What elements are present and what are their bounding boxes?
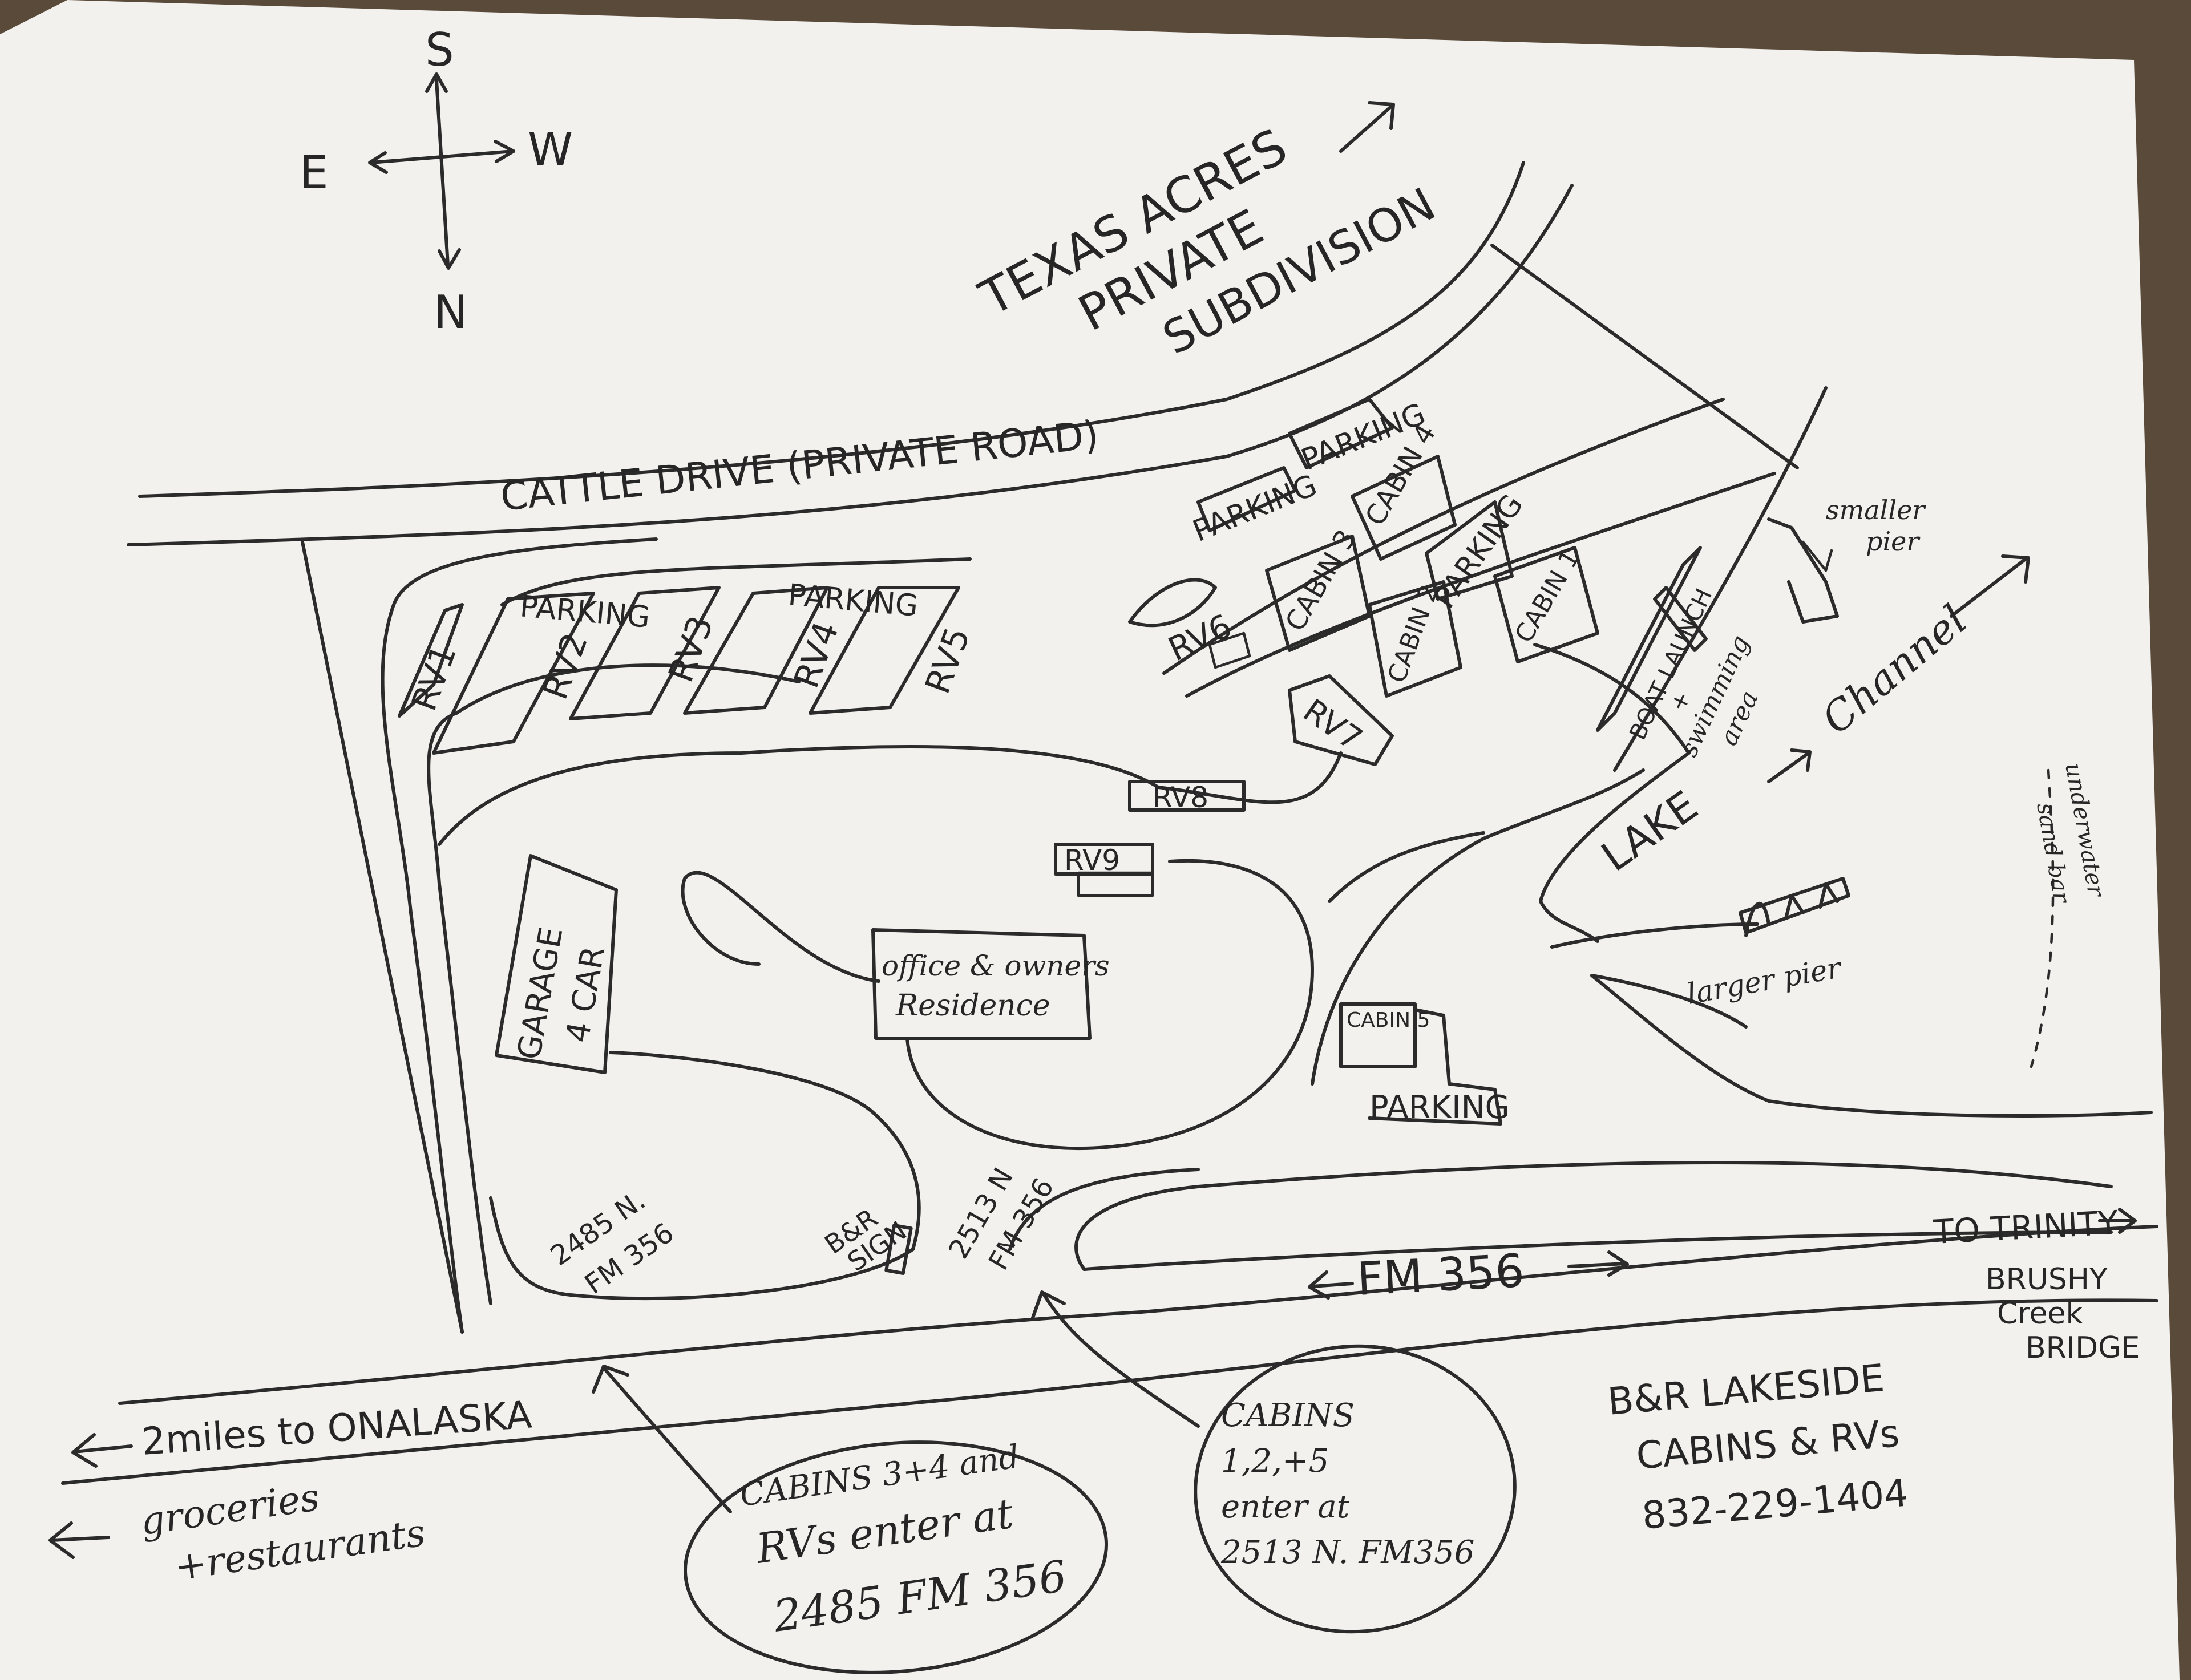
cabins125-note-line4: 2513 N. FM356 (1220, 1534, 1474, 1571)
fm356-label: FM 356 (1356, 1244, 1526, 1306)
cattle-drive-road (127, 161, 1574, 546)
boat-launch (1596, 546, 1708, 732)
compass-west-label: W (528, 123, 573, 176)
cabin5-site (1339, 1002, 1502, 1126)
cabins125-note-line3: enter at (1221, 1488, 1350, 1525)
cabin3-box (1265, 535, 1371, 652)
cabin5-label: CABIN 5 (1347, 1009, 1430, 1032)
cabin2-box (1368, 580, 1462, 698)
channel-arrow (1950, 554, 2030, 618)
property-boundary-west (301, 244, 1828, 1334)
cabin5-box (1339, 1002, 1417, 1068)
rv8-label: RV8 (1153, 781, 1208, 814)
lake-shoreline (1539, 751, 2153, 1118)
compass-north-label: N (434, 286, 468, 339)
fm356-arrow-right (1567, 1250, 1629, 1277)
rv8-pad (1128, 780, 1246, 812)
note-bubble-cabins125 (1031, 1290, 1517, 1634)
compass-east-label: E (300, 146, 329, 199)
cabin1-box (1493, 546, 1599, 663)
larger-pier (1739, 877, 1850, 937)
lake-arrow (1767, 748, 1812, 783)
office-label-line2: Residence (895, 989, 1050, 1023)
rv9-label: RV9 (1064, 844, 1120, 877)
sandbar-dashes (2030, 768, 2055, 1068)
office-residence (871, 928, 1092, 1040)
rv1-pad (398, 603, 464, 718)
smaller-pier (1767, 517, 1839, 624)
smaller-pier-label-line1: smaller (1826, 495, 1926, 525)
cabins125-note-line1: CABINS (1221, 1397, 1355, 1434)
trinity-arrow (2098, 1208, 2137, 1234)
fm356-arrow-left (1308, 1270, 1354, 1300)
br-sign (884, 1224, 913, 1275)
cabin4-box (1351, 455, 1457, 561)
compass-rose: S N E W (300, 23, 573, 339)
office-label-line1: office & owners (882, 949, 1110, 982)
bridge-label-line3: BRIDGE (2026, 1331, 2140, 1365)
groceries-arrow (48, 1521, 110, 1559)
bridge-label-line2: Creek (1997, 1297, 2083, 1331)
smaller-pier-label-line2: pier (1866, 526, 1921, 557)
cabins125-note-line2: 1,2,+5 (1221, 1443, 1329, 1480)
rv-row (398, 586, 960, 755)
cabin-area (1128, 398, 1599, 766)
bridge-label-line1: BRUSHY (1986, 1262, 2108, 1297)
northwest-arrow (1339, 101, 1395, 153)
fm356-road (61, 1225, 2158, 1485)
compass-south-label: S (425, 23, 454, 76)
note-bubble-cabins34 (592, 1365, 1109, 1674)
cabin5-parking-label: PARKING (1369, 1089, 1510, 1126)
rv8-rv9-pads (1054, 780, 1246, 897)
onalaska-arrow (71, 1433, 133, 1468)
internal-roads (381, 398, 2113, 1334)
garage (495, 854, 618, 1074)
